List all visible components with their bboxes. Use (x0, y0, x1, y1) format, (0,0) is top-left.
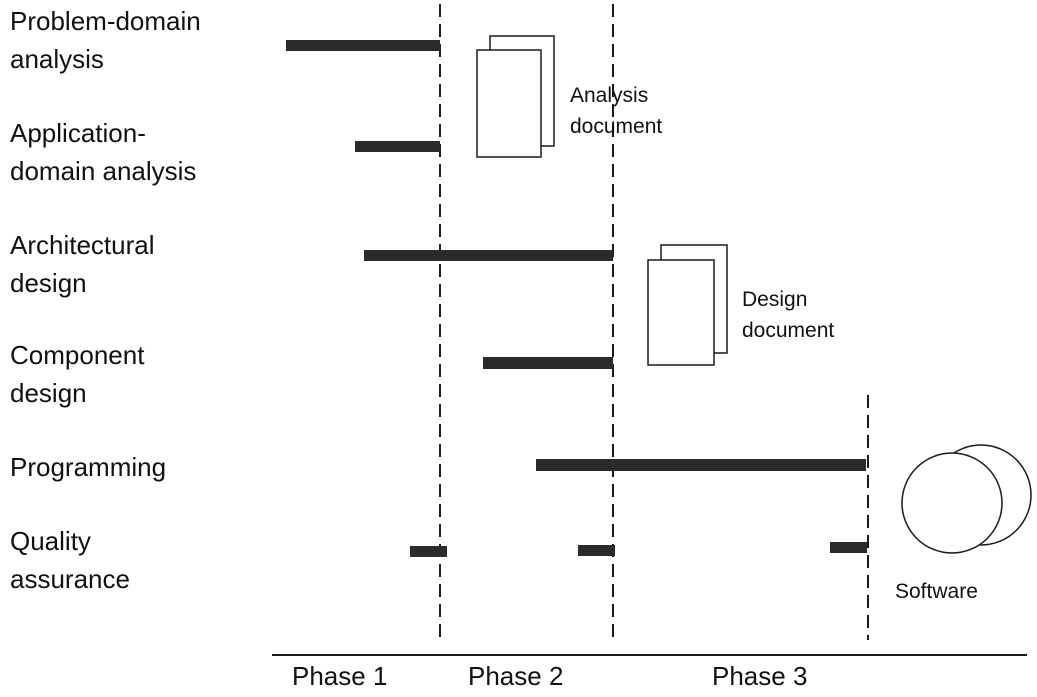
bar-application-domain-analysis (355, 141, 440, 152)
bar-quality-assurance-phase-2 (578, 545, 615, 556)
software-icon (901, 444, 1032, 554)
bar-quality-assurance-phase-1 (410, 546, 447, 557)
activity-label-quality-assurance: Quality assurance (10, 526, 130, 594)
design-document-icon (647, 244, 728, 366)
bar-programming (536, 459, 866, 471)
activity-label-programming: Programming (10, 452, 167, 482)
analysis-document-icon (476, 35, 555, 158)
activity-label-problem-domain-analysis: Problem-domain analysis (10, 6, 201, 74)
activity-label-architectural-design: Architectural design (10, 230, 155, 298)
activity-label-component-design: Component design (10, 340, 145, 408)
bar-component-design (483, 357, 613, 369)
bar-architectural-design (364, 250, 613, 261)
phase-label-3: Phase 3 (712, 661, 808, 691)
phase-label-1: Phase 1 (292, 661, 388, 691)
software-label: Software (895, 580, 978, 603)
activity-label-application-domain-analysis: Application- domain analysis (10, 118, 197, 186)
phase-label-2: Phase 2 (468, 661, 564, 691)
bar-problem-domain-analysis (286, 40, 440, 51)
design-document-label: Design document (742, 288, 835, 342)
analysis-document-label: Analysis document (570, 84, 663, 138)
bar-quality-assurance-phase-3 (830, 542, 867, 553)
